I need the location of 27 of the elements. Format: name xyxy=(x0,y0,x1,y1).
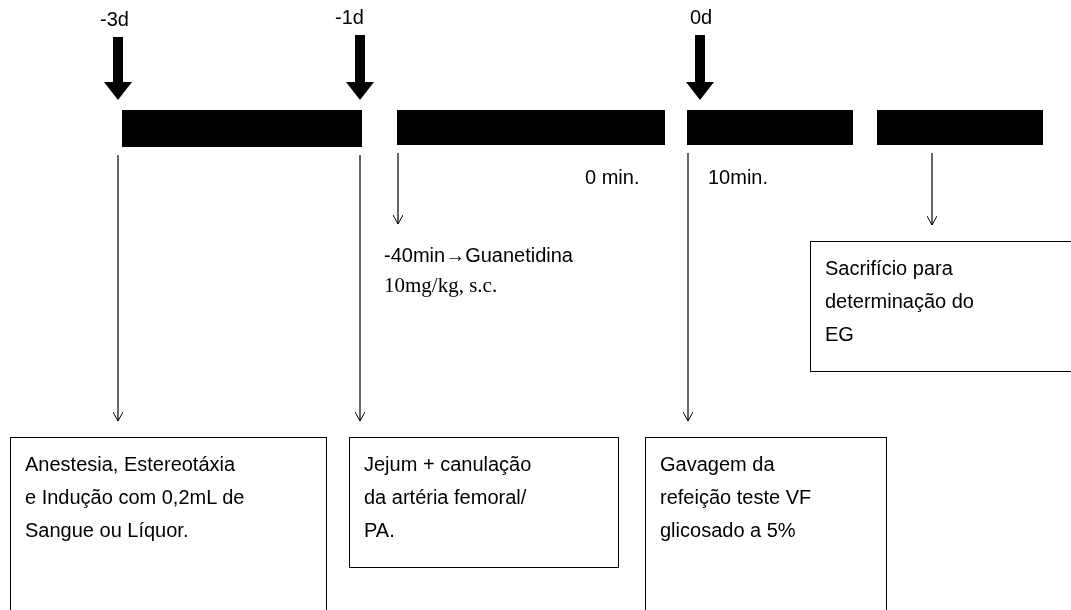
arrow xyxy=(686,35,714,100)
arrow xyxy=(392,152,404,225)
timeline-bar xyxy=(397,110,665,145)
time-label: 10min. xyxy=(708,166,769,189)
arrow xyxy=(346,35,374,100)
time-label: -3d xyxy=(100,8,129,31)
dose-text: 10mg/kg, s.c. xyxy=(384,272,499,299)
arrow xyxy=(926,152,938,226)
arrow xyxy=(682,152,694,422)
time-label: -1d xyxy=(335,6,364,29)
timeline-bar xyxy=(122,110,362,147)
step-text: Anestesia, Estereotáxia e Indução com 0,2mL de Sangue ou Líquor. xyxy=(25,452,246,543)
step-box xyxy=(645,437,887,610)
step-text: Gavagem da refeição teste VF glicosado a 5% xyxy=(660,452,813,543)
arrow xyxy=(104,37,132,100)
step-box xyxy=(349,437,619,568)
step-box xyxy=(10,437,327,610)
time-label: 0d xyxy=(690,6,713,29)
step-box xyxy=(810,241,1071,372)
arrow xyxy=(354,154,366,422)
step-text: -40min→Guanetidina xyxy=(384,243,573,268)
timeline-bar xyxy=(877,110,1043,145)
arrow xyxy=(112,154,124,422)
timeline-bar xyxy=(687,110,853,145)
time-label: 0 min. xyxy=(585,166,640,189)
step-text: Sacrifício para determinação do EG xyxy=(825,256,975,347)
step-text: Jejum + canulação da artéria femoral/ PA. xyxy=(364,452,533,543)
